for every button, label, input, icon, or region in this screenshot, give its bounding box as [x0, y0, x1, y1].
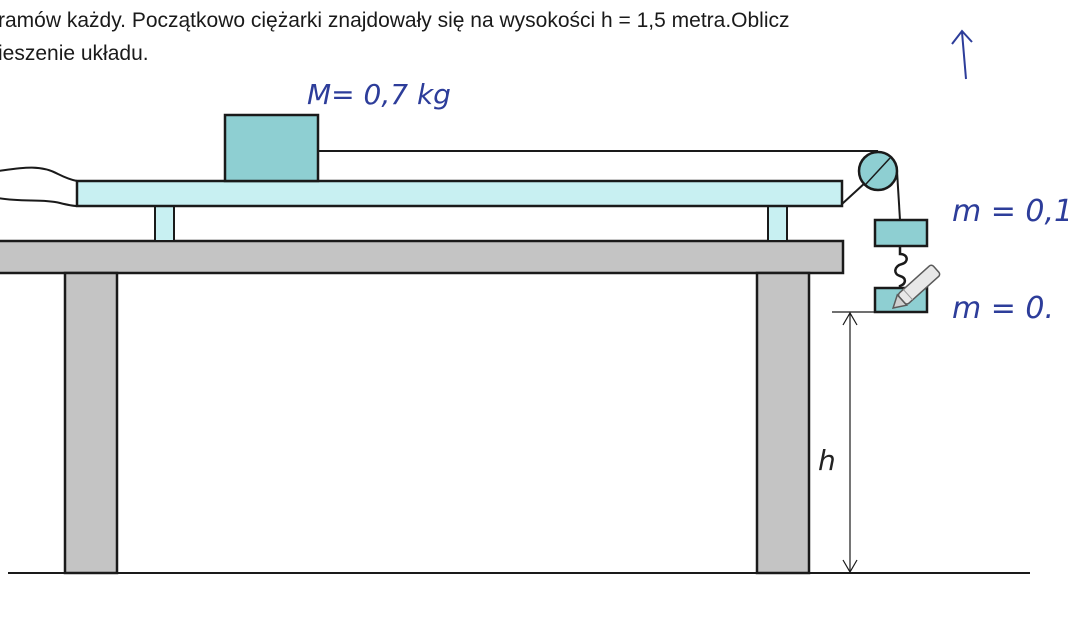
- label-lower-mass: m = 0.: [952, 291, 1054, 326]
- table-leg-left: [63, 271, 119, 575]
- problem-text: ramów każdy. Początkowo ciężarki znajdow…: [0, 4, 1064, 70]
- board-break-lines: [0, 166, 78, 207]
- block-big-mass: [223, 113, 320, 183]
- block-upper-mass: [873, 218, 929, 248]
- label-big-mass: M= 0,7 kg: [307, 78, 451, 111]
- table-top: [0, 239, 845, 275]
- string-vertical: [896, 170, 901, 221]
- label-height: h: [818, 444, 836, 477]
- height-arrow-top: [842, 311, 858, 326]
- board-support-left: [154, 205, 175, 242]
- hook-icon: [894, 246, 908, 288]
- table-leg-right: [755, 271, 811, 575]
- problem-line-1: ramów każdy. Początkowo ciężarki znajdow…: [0, 9, 790, 32]
- arrow-up-annotation-icon: [951, 29, 973, 80]
- pulley-axle: [865, 157, 891, 185]
- block-lower-mass: [873, 286, 929, 314]
- board-support-right: [767, 205, 788, 242]
- pen-cursor-icon: [891, 264, 941, 310]
- board: [75, 179, 844, 208]
- problem-line-2: ieszenie układu.: [0, 42, 149, 65]
- label-upper-mass: m = 0,1: [952, 194, 1068, 229]
